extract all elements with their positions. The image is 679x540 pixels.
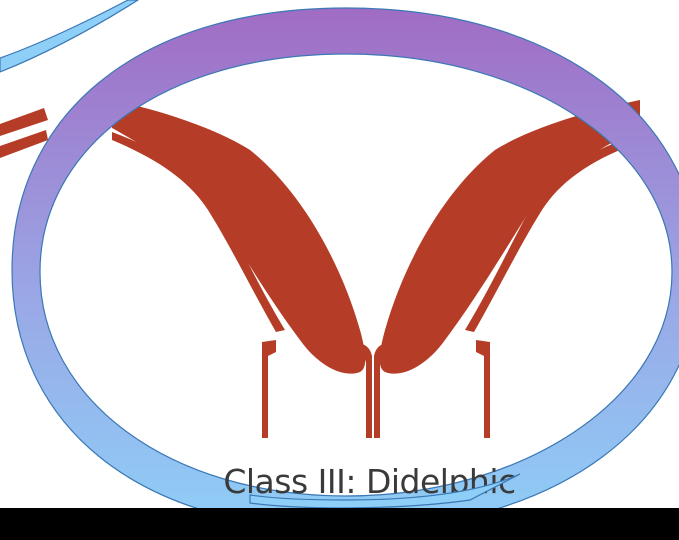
diagram-caption: Class III: Didelphic <box>0 462 679 501</box>
highlight-ring <box>12 8 679 530</box>
top-left-ring-arc <box>0 0 138 72</box>
right-uterine-horn <box>374 100 640 438</box>
bottom-black-bar <box>0 508 679 540</box>
